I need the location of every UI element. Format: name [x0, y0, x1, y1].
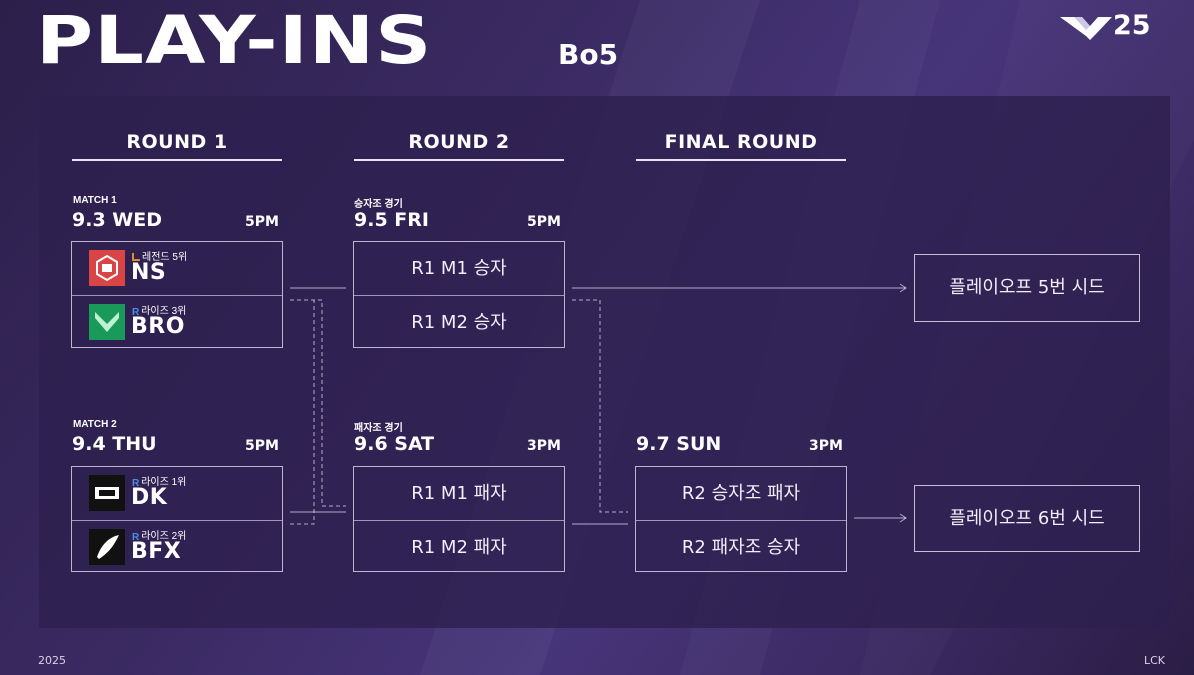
winners-slot-1[interactable]: R1 M1 승자 [411, 258, 507, 279]
losers-slot-1[interactable]: R1 M1 패자 [411, 483, 507, 504]
ns-name: NS [131, 260, 167, 285]
footer-brand: LCK [1144, 654, 1166, 667]
final-match-date: 9.7 SUN [636, 433, 722, 455]
winners-match-label: 승자조 경기 [354, 199, 403, 210]
match2-time: 5PM [245, 438, 279, 454]
seed6-box: 플레이오프 6번 시드 [914, 485, 1140, 552]
legend-league-icon [132, 253, 140, 261]
winners-match-date: 9.5 FRI [354, 209, 429, 231]
team-row-ns[interactable]: 레전드 5위 NS [72, 242, 282, 295]
round-divider-1 [72, 159, 282, 161]
ns-logo-icon [89, 250, 125, 286]
winners-match-box[interactable]: R1 M1 승자 R1 M2 승자 [353, 241, 565, 348]
losers-match-time: 3PM [527, 438, 561, 454]
match1-label: MATCH 1 [73, 195, 117, 206]
final-match-time: 3PM [809, 438, 843, 454]
ns-rank: 레전드 5위 [132, 248, 187, 263]
bfx-name: BFX [131, 539, 182, 564]
format-label: Bo5 [558, 38, 619, 71]
match1-date: 9.3 WED [72, 209, 162, 231]
footer-year: 2025 [38, 654, 66, 667]
lck-logo-icon [1060, 17, 1112, 40]
seed5-box: 플레이오프 5번 시드 [914, 254, 1140, 322]
match2-label: MATCH 2 [73, 419, 117, 430]
losers-slot-2[interactable]: R1 M2 패자 [354, 520, 564, 573]
losers-match-box[interactable]: R1 M1 패자 R1 M2 패자 [353, 466, 565, 572]
round-divider-final [636, 159, 846, 161]
losers-match-label: 패자조 경기 [354, 423, 403, 434]
round-header-1: ROUND 1 [126, 131, 228, 153]
rise-league-icon: R [132, 307, 140, 318]
winners-match-time: 5PM [527, 214, 561, 230]
page-title: PLAY-INS [36, 2, 433, 79]
final-match-box[interactable]: R2 승자조 패자 R2 패자조 승자 [635, 466, 847, 572]
round-header-final: FINAL ROUND [664, 131, 818, 153]
match1-time: 5PM [245, 214, 279, 230]
round-header-2: ROUND 2 [408, 131, 510, 153]
dk-name: DK [131, 485, 168, 510]
logo-number: 25 [1113, 10, 1151, 41]
bro-name: BRO [131, 314, 185, 339]
bfx-logo-icon [89, 529, 125, 565]
dk-logo-icon [89, 475, 125, 511]
bracket-panel [39, 96, 1170, 628]
round-divider-2 [354, 159, 564, 161]
final-slot-1[interactable]: R2 승자조 패자 [681, 483, 801, 504]
losers-match-date: 9.6 SAT [354, 433, 435, 455]
rise-league-icon: R [132, 532, 140, 543]
winners-slot-2[interactable]: R1 M2 승자 [354, 295, 564, 348]
final-slot-2[interactable]: R2 패자조 승자 [636, 520, 846, 573]
rise-league-icon: R [132, 478, 140, 489]
match2-date: 9.4 THU [72, 433, 157, 455]
bro-logo-icon [89, 304, 125, 340]
